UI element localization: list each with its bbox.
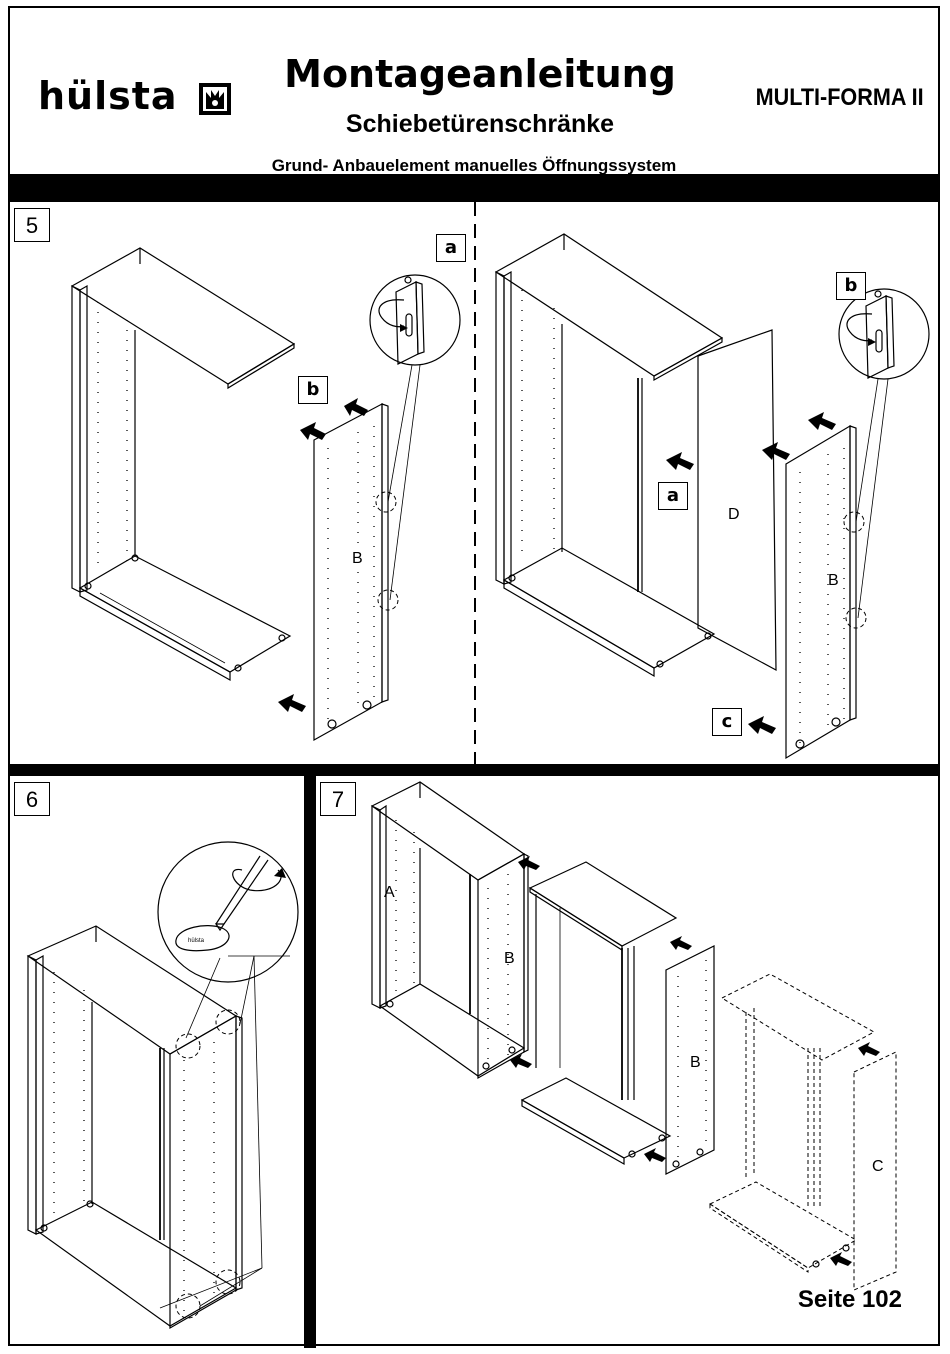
step7-exploded-drawing [10, 8, 942, 1348]
page-number: Seite 102 [798, 1286, 902, 1314]
step7-part-label-B-first: B [504, 950, 515, 968]
step7-part-label-A: A [384, 884, 395, 902]
step7-part-label-C: C [872, 1158, 884, 1176]
page-frame: hülsta Montageanleitung Schiebetürenschr… [8, 6, 940, 1346]
step7-part-label-B-second: B [690, 1054, 701, 1072]
